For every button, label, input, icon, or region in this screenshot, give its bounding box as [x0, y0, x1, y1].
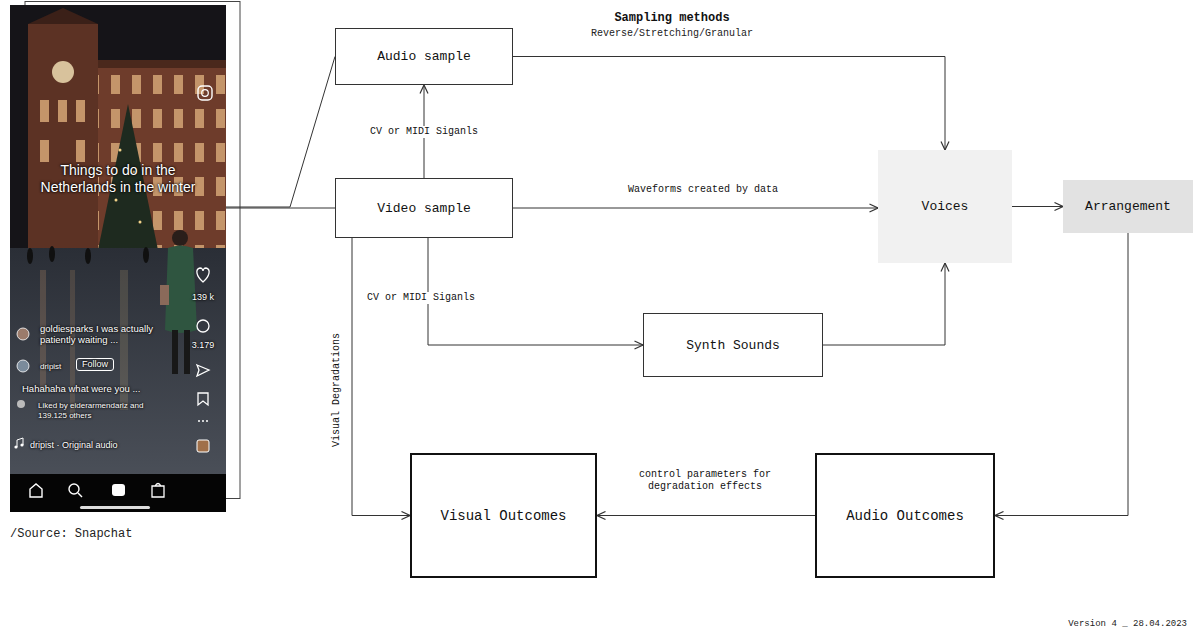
user-name: dripist	[40, 362, 61, 372]
process-box: Audio sample	[335, 28, 513, 85]
flow-label: Waveforms created by data	[628, 184, 778, 196]
box-label: Synth Sounds	[686, 338, 780, 353]
connector	[995, 233, 1128, 516]
box-label: Visual Outcomes	[440, 508, 566, 524]
comment-count: 3.179	[182, 340, 224, 351]
source-note: /Source: Snapchat	[10, 527, 132, 541]
connector	[226, 208, 335, 209]
connector	[513, 208, 878, 209]
method-label: Sampling methods	[614, 11, 729, 25]
signal-label: CV or MIDI Siganls	[368, 126, 480, 138]
process-box: Synth Sounds	[643, 313, 823, 377]
like-count: 139 k	[182, 292, 224, 303]
connector	[1012, 206, 1063, 207]
box-label: Video sample	[377, 201, 471, 216]
phone-screenshot-node: Things to do in the Netherlands in the w…	[10, 5, 226, 512]
comment-text: Hahahaha what were you ...	[22, 383, 182, 394]
box-label: Audio Outcomes	[846, 508, 964, 524]
connector	[513, 57, 945, 151]
box-label: Voices	[922, 199, 969, 214]
comment-text: goldiesparks I was actually patiently wa…	[40, 323, 168, 346]
outcome-box: Audio Outcomes	[815, 453, 995, 578]
connector	[226, 57, 335, 208]
connector	[823, 263, 945, 345]
hub-box: Voices	[878, 150, 1012, 263]
signal-label: CV or MIDI Siganls	[365, 292, 477, 304]
connector	[352, 238, 410, 516]
audio-credit: dripist · Original audio	[30, 440, 190, 451]
method-list: Reverse/Stretching/Granular	[591, 28, 753, 39]
process-box: Arrangement	[1063, 180, 1193, 233]
likes-note: Liked by eiderarmendariz and 139.125 oth…	[38, 401, 170, 420]
version-note: Version 4 _ 28.04.2023	[1068, 619, 1187, 629]
process-box: Video sample	[335, 178, 513, 238]
video-caption: Things to do in the Netherlands in the w…	[32, 162, 204, 196]
follow-button: Follow	[76, 358, 114, 371]
connector	[597, 515, 815, 516]
box-label: Arrangement	[1085, 199, 1171, 214]
box-label: Audio sample	[377, 49, 471, 64]
control-label: control parameters for degradation effec…	[620, 469, 790, 493]
outcome-box: Visual Outcomes	[410, 453, 597, 578]
flow-label: Visual Degradations	[331, 333, 343, 447]
